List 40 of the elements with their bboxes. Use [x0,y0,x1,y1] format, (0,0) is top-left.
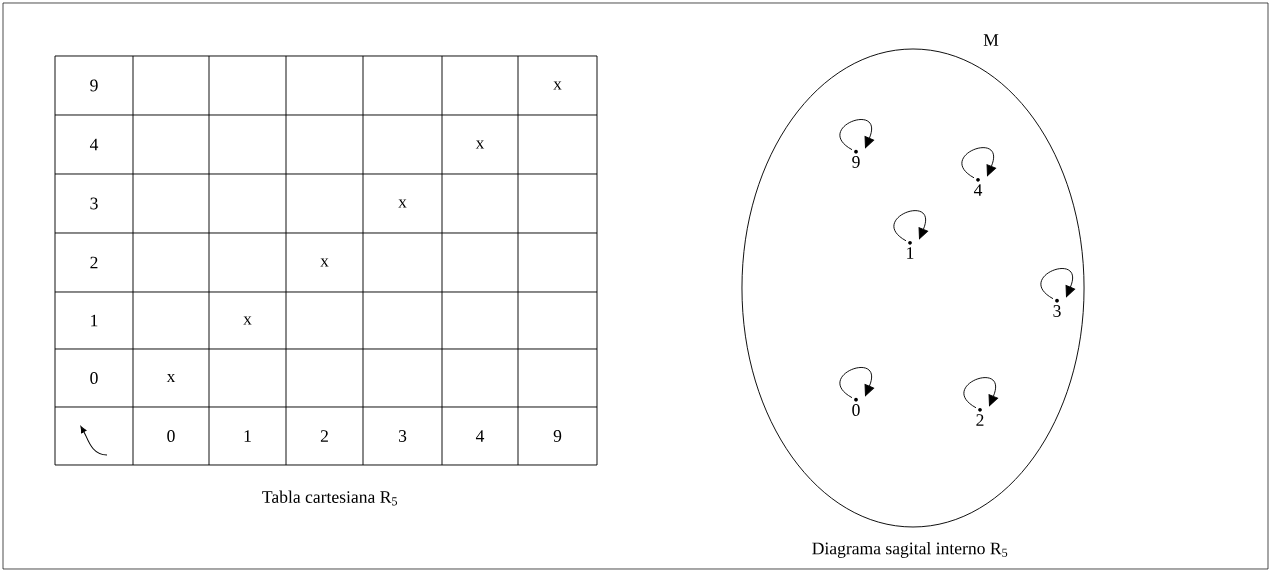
table-cell-text: 3 [398,430,407,442]
set-name: M [983,34,999,46]
cross-mark: x [166,373,176,383]
table-cell-text: 4 [475,430,485,442]
node-label: 9 [852,156,860,168]
loop-arrow [839,119,875,151]
table-cell-text: 9 [90,79,98,92]
table-cell-text: 4 [89,138,99,151]
table-cell-text: 9 [553,430,562,442]
cross-mark: x [475,140,485,149]
node-label: 2 [976,414,984,426]
set-circle [741,48,1085,528]
caption: Diagrama sagital interno R$_{5}$ [812,542,1008,558]
loop-arrow [839,367,875,399]
table-cell-text: 1 [91,314,98,327]
table-cell-text: 2 [320,430,328,442]
table-cell-text: 0 [167,430,175,442]
element-point: 0 [852,397,860,416]
cross-mark: x [553,81,562,90]
element-point: 4 [973,177,983,196]
table-cell-text: 1 [244,430,251,442]
node-label: 3 [1053,305,1061,317]
loop-arrow [893,210,929,242]
element-point: 1 [907,240,914,259]
node-label: 4 [973,184,983,196]
table-cell-text: 2 [90,256,98,269]
table-cell-text: 3 [90,197,98,210]
element-point: 3 [1053,298,1061,317]
cross-mark: x [320,258,329,267]
loop-arrow [1040,268,1076,300]
cross-mark: x [398,199,407,208]
caption: Tabla cartesiana R$_{5}$ [262,490,398,506]
element-point: 9 [852,149,860,168]
element-point: 2 [976,407,984,426]
node-label: 0 [852,404,860,416]
loop-arrow [963,377,999,409]
node-label: 1 [907,247,914,259]
table-cell-text: 0 [90,372,98,384]
loop-arrow [961,147,997,179]
cross-mark: x [243,316,252,325]
